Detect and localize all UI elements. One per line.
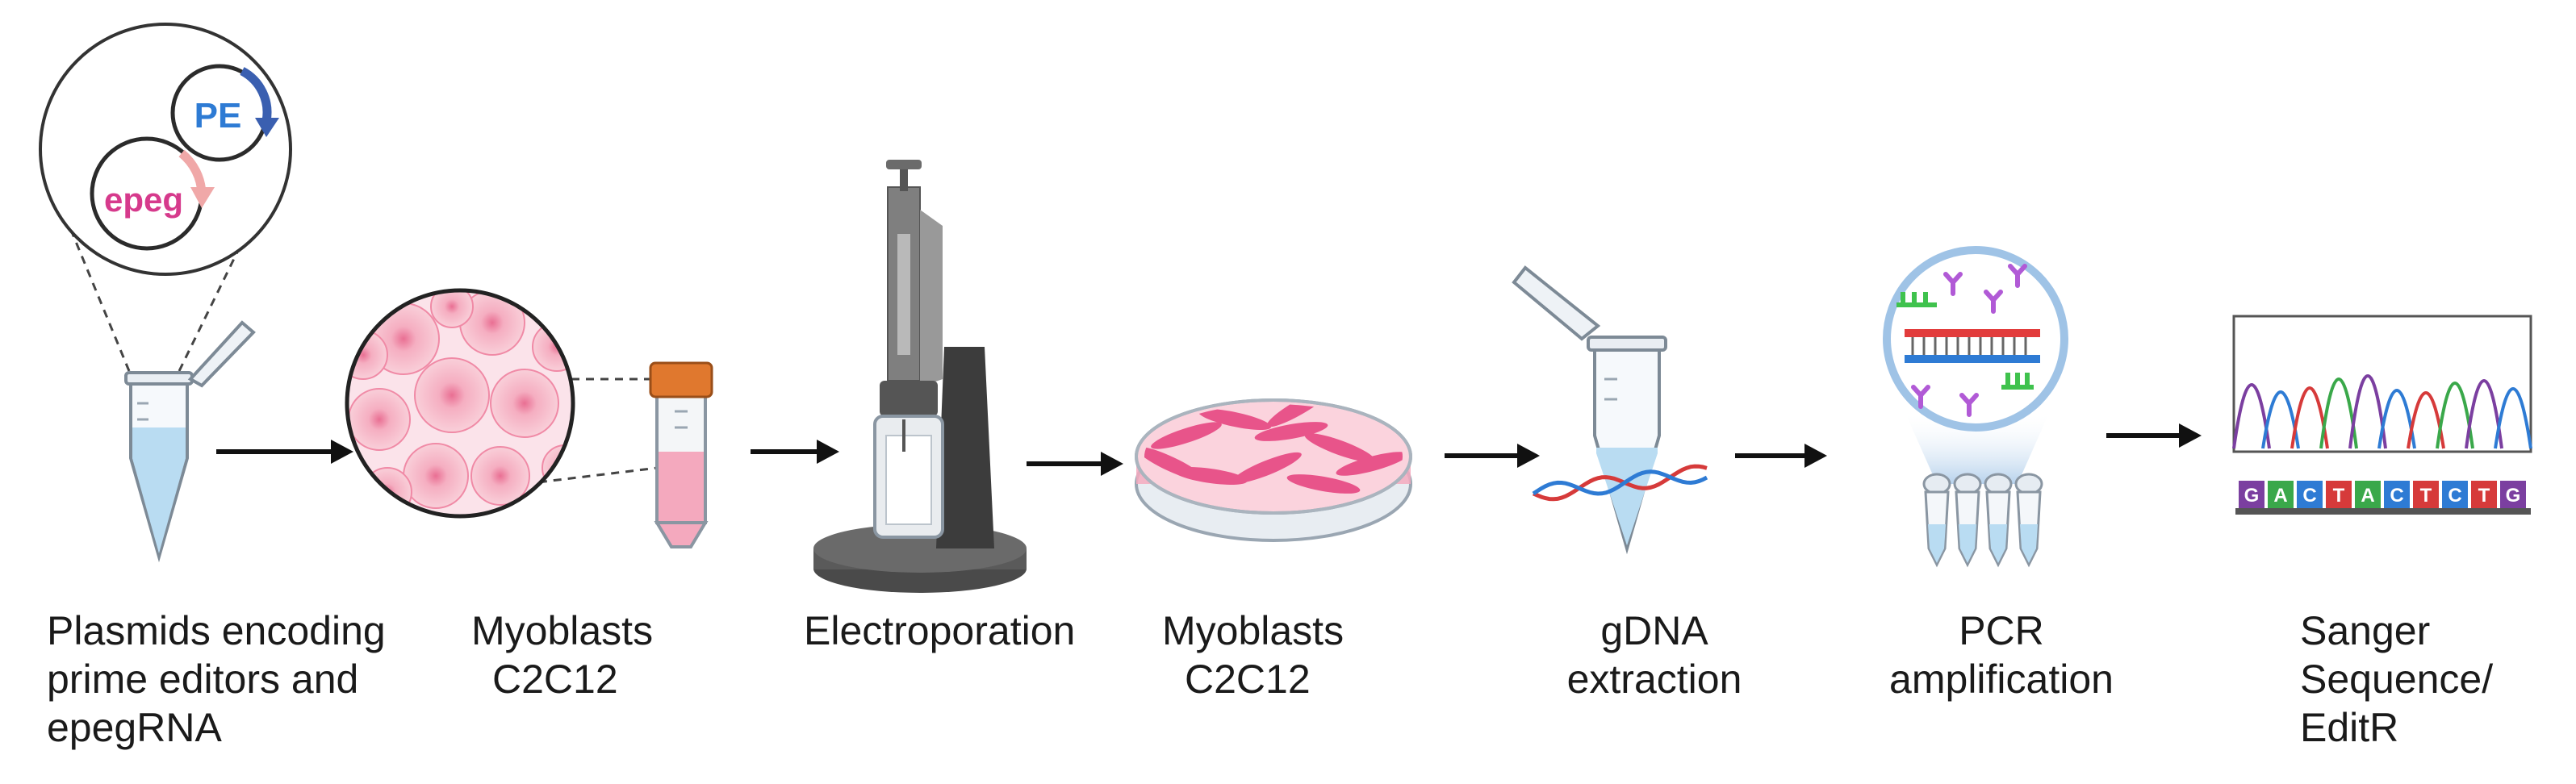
falcon-tube-icon: [649, 361, 713, 548]
base-letter: C: [2302, 485, 2316, 507]
step-4-label: Myoblasts C2C12: [1162, 607, 1344, 703]
cell-11: [542, 444, 573, 491]
dish-cell-2: [1198, 409, 1272, 430]
step-5-label: gDNA extraction: [1533, 607, 1775, 703]
step-4-line-1: Myoblasts: [1162, 608, 1344, 653]
base-block: [2471, 481, 2497, 508]
dna-helix-icon: [1532, 464, 1708, 502]
dish-cell-4: [1304, 433, 1375, 462]
base-letter: C: [2448, 485, 2461, 507]
cell-8: [347, 330, 388, 380]
base-letter: T: [2420, 485, 2432, 507]
step-3-label: Electroporation: [804, 607, 1075, 655]
step-3-line-1: Electroporation: [804, 608, 1076, 653]
step-1-label: Plasmids encoding prime editors and epeg…: [47, 607, 386, 752]
pcr-magnifier: [1883, 246, 2068, 484]
base-letter: G: [2244, 485, 2260, 507]
base-block: [2355, 481, 2381, 508]
step-7-line-3: EditR: [2300, 705, 2399, 750]
dish-cell-9: [1144, 446, 1204, 482]
arrowhead-2: [817, 440, 839, 464]
petri-dish-icon: [1135, 398, 1412, 542]
step-6-line-1: PCR: [1959, 608, 2044, 653]
cell-3: [414, 357, 490, 433]
base-block: [2326, 481, 2352, 508]
step-7-label: Sanger Sequence/ EditR: [2300, 607, 2493, 752]
base-block: [2268, 481, 2294, 508]
base-letter: G: [2506, 485, 2521, 507]
dish-cell-10: [1266, 404, 1332, 427]
step-1-line-1: Plasmids encoding: [47, 608, 386, 653]
cell-12: [430, 290, 474, 328]
dish-cell-7: [1286, 474, 1361, 494]
epeg-label: epeg: [104, 181, 183, 219]
electroporator-icon: [813, 160, 1027, 593]
plasmid-magnifier: PE epeg: [39, 23, 292, 372]
pcr-tube-strip-icon: [1922, 473, 2043, 568]
arrowhead-6: [2179, 423, 2202, 448]
base-letter: T: [2478, 485, 2490, 507]
arrowhead-3: [1101, 452, 1123, 476]
chromatogram-icon: [2232, 315, 2532, 453]
step-2-line-2: C2C12: [492, 657, 618, 702]
arrowhead-1: [331, 440, 353, 464]
pe-arrow-icon: [240, 67, 272, 123]
step-4-line-2: C2C12: [1185, 657, 1311, 702]
gdna-tube-icon: [1512, 265, 1708, 555]
base-letter: A: [2273, 485, 2287, 507]
dish-cell-6: [1232, 452, 1302, 484]
dish-cell-3: [1254, 422, 1328, 441]
step-6-line-2: amplification: [1889, 657, 2114, 702]
dish-cell-8: [1336, 452, 1403, 476]
base-block: [2239, 481, 2264, 508]
base-block: [2413, 481, 2439, 508]
base-letter: T: [2333, 485, 2345, 507]
step-5-line-1: gDNA: [1600, 608, 1708, 653]
cell-5: [490, 369, 559, 438]
epeg-arrowhead-icon: [190, 187, 215, 208]
step-7-line-1: Sanger: [2300, 608, 2431, 653]
base-block: [2500, 481, 2526, 508]
cells-magnifier: [345, 288, 659, 519]
base-block: [2384, 481, 2410, 508]
step-6-label: PCR amplification: [1856, 607, 2147, 703]
step-2-label: Myoblasts C2C12: [471, 607, 653, 703]
base-letter: A: [2361, 485, 2374, 507]
cell-4: [348, 388, 411, 451]
cell-6: [403, 443, 469, 509]
step-2-line-1: Myoblasts: [471, 608, 654, 653]
base-block: [2442, 481, 2468, 508]
arrowhead-5: [1804, 444, 1827, 468]
step-5-line-2: extraction: [1566, 657, 1742, 702]
step-1-line-2: prime editors and: [47, 657, 359, 702]
microtube-icon: [124, 320, 256, 563]
primer-icon: [1896, 292, 2034, 390]
cell-7: [470, 446, 530, 506]
step-1-line-3: epegRNA: [47, 705, 222, 750]
step-7-line-2: Sequence/: [2300, 657, 2494, 702]
arrowhead-4: [1517, 444, 1540, 468]
pe-label: PE: [194, 96, 242, 136]
base-letter: C: [2390, 485, 2403, 507]
base-block: [2297, 481, 2323, 508]
pe-arrowhead-icon: [255, 118, 279, 137]
dish-cell-1: [1151, 422, 1222, 449]
